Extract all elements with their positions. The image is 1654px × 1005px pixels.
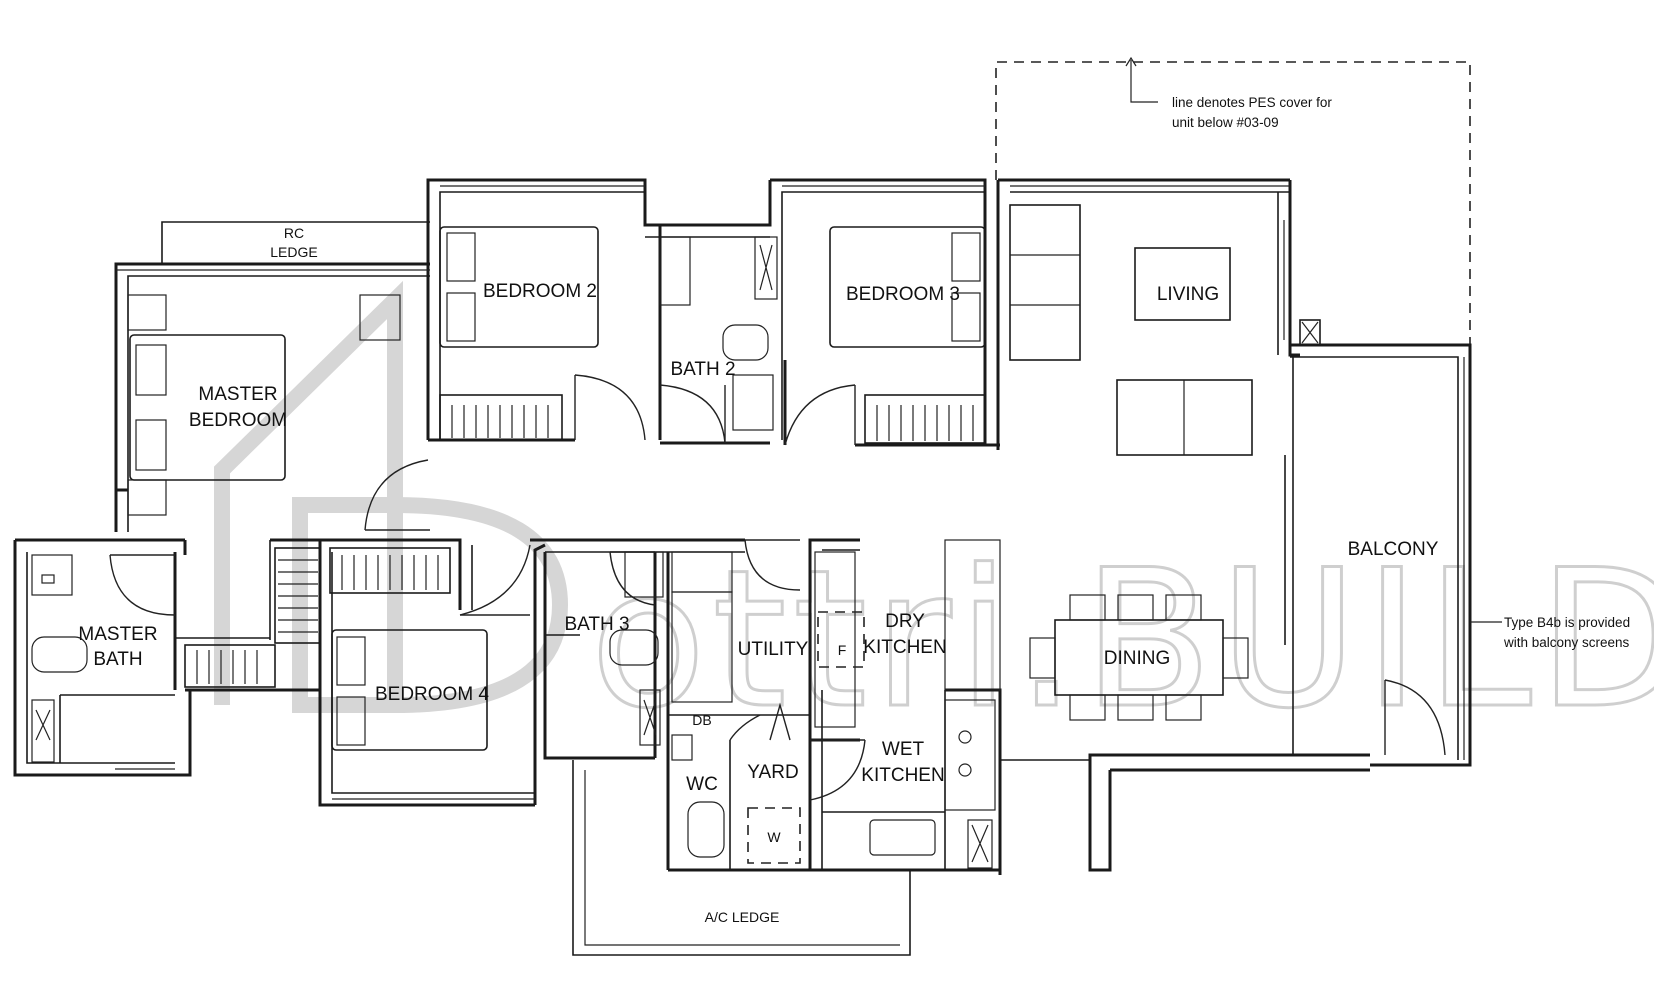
furniture-bath <box>31 236 778 858</box>
wet-kitchen-label-line1: WET <box>882 739 925 760</box>
master-bath-label-line1: MASTER <box>78 624 157 645</box>
furniture-kitchen <box>671 539 1001 869</box>
balcony-label: BALCONY <box>1348 539 1439 560</box>
bath-2-label: BATH 2 <box>670 359 735 380</box>
ac-ledge-label: A/C LEDGE <box>705 909 780 925</box>
pes-note-line2: unit below #03-09 <box>1172 115 1279 130</box>
dining-label: DINING <box>1104 648 1171 669</box>
windows <box>115 185 1465 800</box>
bedroom-3-label: BEDROOM 3 <box>846 284 960 305</box>
balcony-note-line2: with balcony screens <box>1503 635 1630 650</box>
dry-kitchen-label-line2: KITCHEN <box>863 637 946 658</box>
utility-label: UTILITY <box>738 639 809 660</box>
furniture-wardrobes <box>184 394 986 688</box>
living-label: LIVING <box>1157 284 1219 305</box>
wc-label: WC <box>686 774 718 795</box>
db-label: DB <box>692 712 711 728</box>
rc-ledge-label-line2: LEDGE <box>270 244 317 260</box>
bedroom-2-label: BEDROOM 2 <box>483 281 597 302</box>
rc-ledge-label-line1: RC <box>284 225 304 241</box>
watermark: ottri.BUILD <box>214 280 1654 752</box>
furniture-living <box>1009 204 1321 721</box>
bath-3-label: BATH 3 <box>564 614 629 635</box>
dry-kitchen-label-line1: DRY <box>885 611 925 632</box>
washer-symbol: W <box>767 829 781 845</box>
bedroom-4-label: BEDROOM 4 <box>375 684 489 705</box>
yard-label: YARD <box>747 762 798 783</box>
notes: line denotes PES cover for unit below #0… <box>1172 95 1630 650</box>
pes-note-line1: line denotes PES cover for <box>1172 95 1332 110</box>
fridge-symbol: F <box>838 642 847 658</box>
doors <box>109 374 1446 801</box>
wet-kitchen-label-line2: KITCHEN <box>861 765 944 786</box>
master-bath-label-line2: BATH <box>93 649 142 670</box>
watermark-text: ottri.BUILD <box>590 529 1654 750</box>
balcony-note-line1: Type B4b is provided <box>1504 615 1630 630</box>
furniture-beds <box>127 226 986 751</box>
room-labels: RC LEDGE MASTER BEDROOM BEDROOM 2 BATH 2… <box>78 225 1438 925</box>
master-bedroom-label-line2: BEDROOM <box>189 410 287 431</box>
pes-cover-line <box>995 56 1471 345</box>
master-bedroom-label-line1: MASTER <box>198 384 277 405</box>
